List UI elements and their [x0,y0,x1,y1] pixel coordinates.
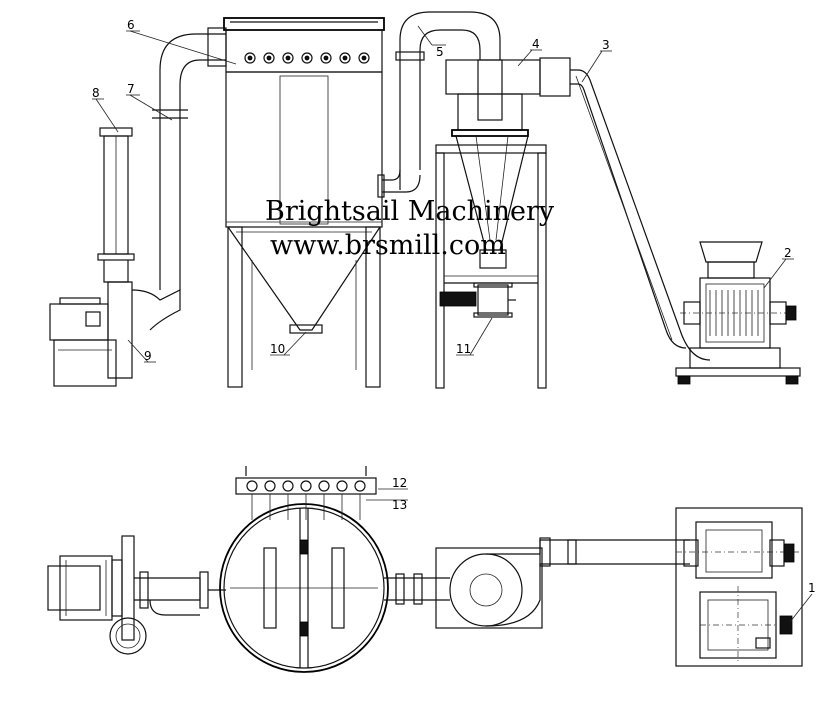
callout-7: 7 [127,82,135,96]
callout-9: 9 [144,349,152,363]
pulverizer-mill-2 [675,241,801,385]
cyclone-separator-4 [445,57,571,269]
callout-labels: 1 2 3 4 5 6 7 8 9 10 11 12 13 [92,18,816,595]
callout-3: 3 [602,38,610,52]
cyclone-plan [384,537,690,629]
dust-collector-plan [219,466,389,673]
watermark-company: Brightsail Machinery [265,196,555,227]
callout-2: 2 [784,246,792,260]
callout-11: 11 [456,342,471,356]
valve-row-plan [246,480,366,520]
rotary-airlock-valve-11 [439,282,516,318]
induced-draft-fan-9 [49,281,181,387]
callout-10: 10 [270,342,285,356]
bag-filter-dust-collector [223,17,385,388]
callout-4: 4 [532,37,540,51]
duct-6 [152,27,227,290]
callout-5: 5 [436,45,444,59]
callout-8: 8 [92,86,100,100]
callout-6: 6 [127,18,135,32]
callout-12: 12 [392,476,407,490]
exhaust-stack-8 [97,127,135,283]
watermark-website: www.brsmill.com [270,230,506,261]
callout-leaders [92,25,813,623]
fan-motor-plan [47,535,226,655]
cyclone-support-frame [435,144,547,389]
pulse-valves [244,52,370,64]
duct-5 [377,11,501,198]
callout-1: 1 [808,581,816,595]
callout-13: 13 [392,498,407,512]
watermark: Brightsail Machinery www.brsmill.com [265,196,555,261]
mill-plan [675,507,803,667]
conveying-duct-3 [570,69,711,361]
